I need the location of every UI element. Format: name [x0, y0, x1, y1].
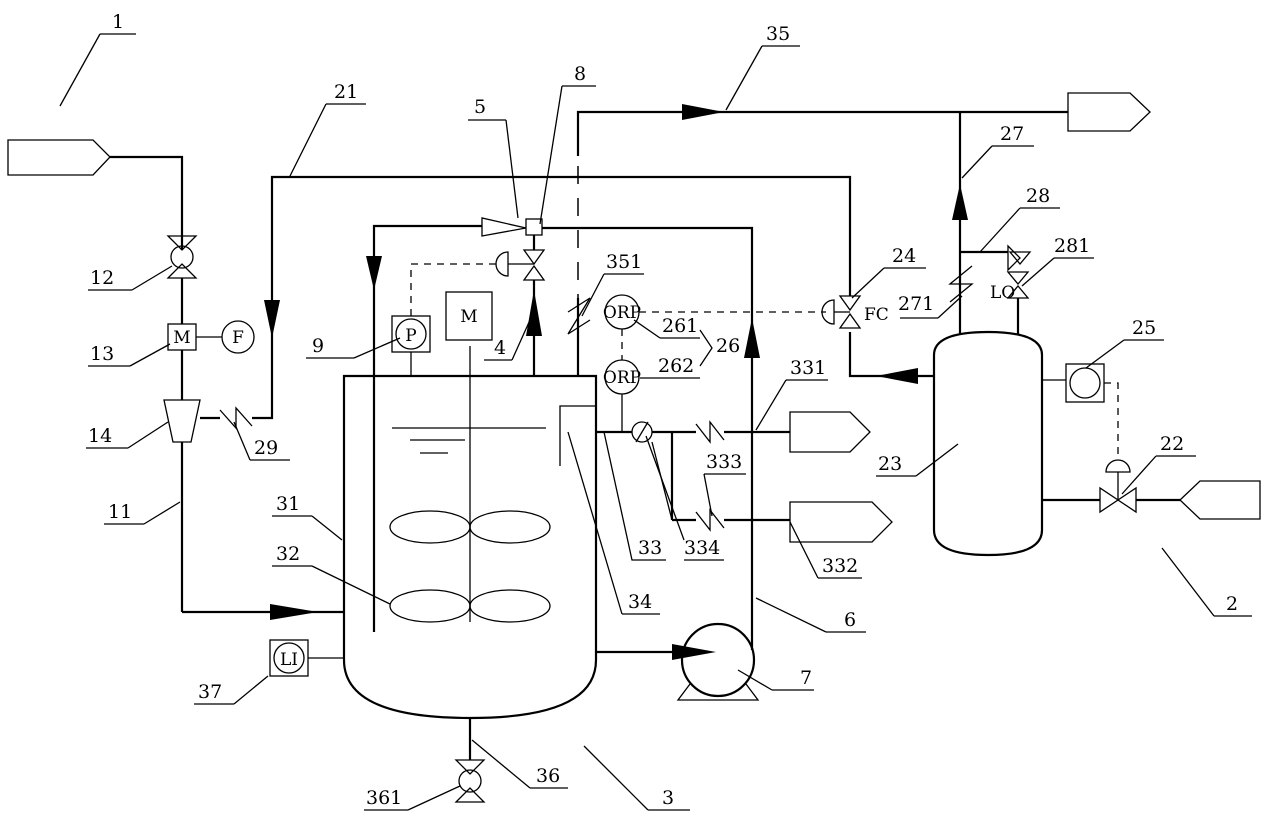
ref-label-261: 261 — [662, 315, 698, 337]
gas-tank-23 — [932, 330, 1044, 557]
up-arrow-6 — [744, 318, 760, 358]
fc-label: FC — [864, 305, 889, 325]
flow-indicator-f — [221, 320, 255, 354]
ref-label-35: 35 — [766, 23, 790, 45]
ref-label-271: 271 — [898, 293, 934, 315]
vent-arrow — [682, 104, 724, 120]
drain-valve-361 — [454, 759, 486, 803]
orp-lower-label: ORP — [603, 368, 641, 388]
dip-arrow — [366, 256, 382, 290]
vent-line-35 — [567, 92, 1151, 376]
ref-label-14: 14 — [88, 425, 112, 447]
vent-outlet-connector — [1067, 92, 1151, 132]
ref-label-27: 27 — [1000, 123, 1024, 145]
ref-label-361: 361 — [366, 787, 402, 809]
ref-label-23: 23 — [878, 453, 902, 475]
outlet-331-connector — [789, 411, 871, 453]
gas-arrow — [876, 368, 918, 384]
ref-label-22: 22 — [1160, 433, 1184, 455]
ref-label-32: 32 — [276, 543, 300, 565]
ref-label-33: 33 — [638, 537, 662, 559]
recirculation-loop: P — [372, 217, 760, 650]
ref-label-21: 21 — [334, 81, 358, 103]
ref-label-3: 3 — [662, 787, 674, 809]
pressure-p-label: P — [405, 326, 416, 346]
ejector-body — [525, 218, 543, 236]
outlet-332-connector — [789, 501, 893, 543]
reactor-vessel: M LI — [269, 230, 598, 803]
ref-label-36: 36 — [536, 765, 560, 787]
pressure-transmitter-25 — [1065, 363, 1105, 403]
ref-label-1: 1 — [112, 11, 124, 33]
orp-upper-label: ORP — [603, 303, 641, 323]
reference-labels: 1 21 5 8 35 27 28 281 271 24 25 22 — [59, 11, 1252, 811]
ref-label-12: 12 — [90, 267, 114, 289]
up-arrow-4 — [526, 290, 542, 336]
meter-m-label: M — [173, 328, 190, 348]
ref-label-334: 334 — [684, 537, 720, 559]
pump-inlet-arrow — [672, 644, 716, 660]
orp-instruments: ORP ORP — [603, 294, 826, 432]
ref-label-5: 5 — [474, 96, 486, 118]
ref-label-8: 8 — [574, 63, 586, 85]
feed-pipe-11 — [110, 155, 184, 250]
ref-label-262: 262 — [658, 355, 694, 377]
ref-label-29: 29 — [254, 437, 278, 459]
level-li-label: LI — [280, 650, 298, 670]
ref-label-2: 2 — [1226, 593, 1238, 615]
ref-label-28: 28 — [1026, 185, 1050, 207]
feed-inlet-connector — [7, 139, 111, 176]
up-arrow-27 — [952, 184, 968, 220]
ref-label-11: 11 — [108, 501, 132, 523]
ref-label-351: 351 — [606, 251, 642, 273]
agitator-motor — [445, 291, 493, 341]
feed-arrow — [270, 604, 318, 620]
ref-label-331: 331 — [790, 357, 826, 379]
ref-label-25: 25 — [1132, 317, 1156, 339]
ref-label-26: 26 — [716, 335, 740, 357]
return-line-21 — [200, 175, 852, 430]
down-arrow-21 — [264, 300, 280, 338]
lo-label: LO — [990, 283, 1015, 303]
ref-label-7: 7 — [800, 667, 812, 689]
ejector-5 — [481, 217, 527, 237]
ref-label-281: 281 — [1054, 235, 1090, 257]
ref-label-37: 37 — [198, 681, 222, 703]
pump-7 — [596, 622, 760, 701]
feed-line-assembly: M F — [7, 139, 344, 620]
flow-f-label: F — [232, 328, 244, 348]
ref-label-31: 31 — [276, 493, 300, 515]
ref-label-4: 4 — [494, 337, 506, 359]
ref-label-34: 34 — [628, 591, 652, 613]
fc-valve-24 — [821, 295, 862, 329]
gas-tank-assembly: FC LO — [821, 112, 1261, 557]
control-valve-22 — [1099, 459, 1137, 514]
ref-label-332: 332 — [822, 555, 858, 577]
gas-inlet-connector — [1179, 480, 1261, 520]
ref-label-13: 13 — [90, 343, 114, 365]
ref-label-24: 24 — [892, 245, 916, 267]
motor-m-label: M — [460, 307, 477, 327]
mixer-14 — [163, 399, 201, 443]
outlet-lines — [596, 411, 893, 543]
ref-label-9: 9 — [312, 335, 324, 357]
ref-label-6: 6 — [844, 609, 856, 631]
ref-label-333: 333 — [706, 451, 742, 473]
